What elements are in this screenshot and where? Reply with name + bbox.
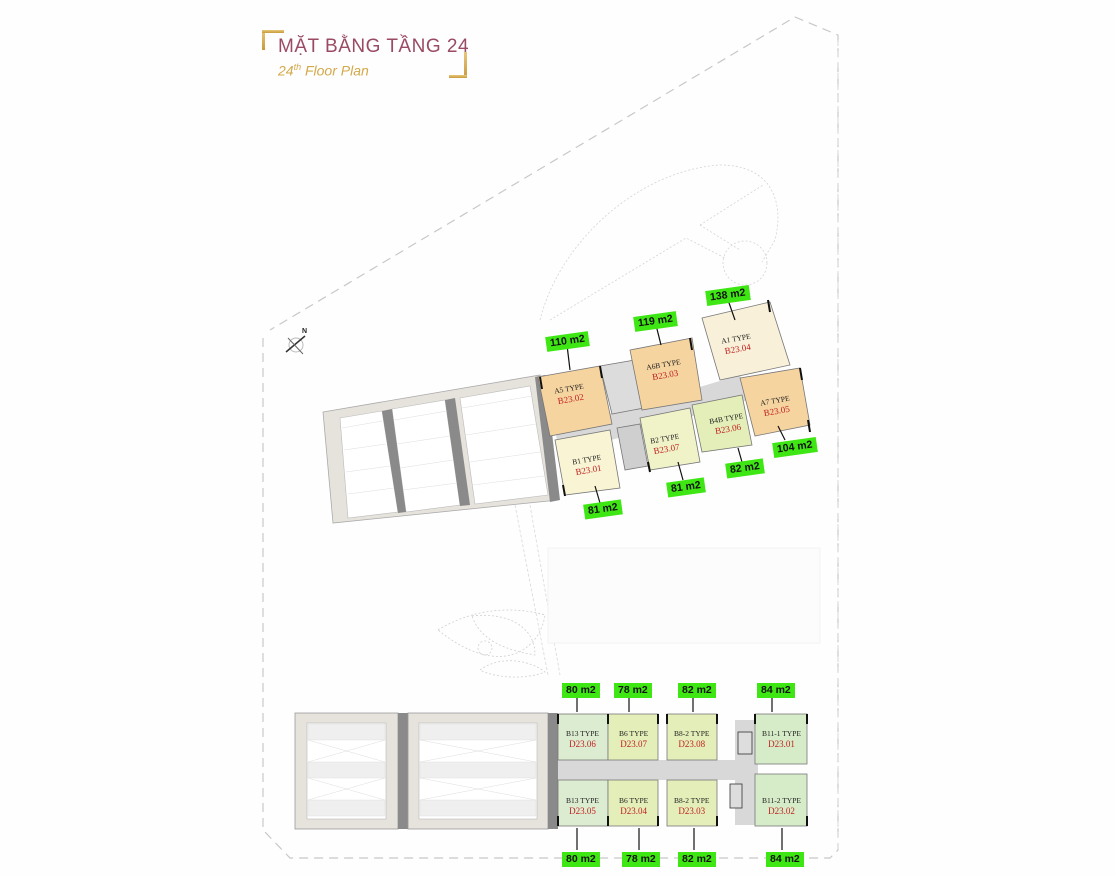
site-boundary (262, 16, 839, 859)
area-tag-d2302: 84 m2 (766, 852, 804, 867)
subtitle-suffix: th (293, 62, 302, 72)
garden-outline (539, 164, 779, 321)
page-title: MẶT BẰNG TẦNG 24 (278, 36, 470, 57)
plan-title-block: MẶT BẰNG TẦNG 24 24th Floor Plan (262, 30, 470, 79)
area-tag-d2306: 80 m2 (562, 683, 600, 698)
area-tag-d2301: 84 m2 (757, 683, 795, 698)
compass-icon (285, 335, 306, 355)
block-b-podium (322, 374, 560, 524)
area-arrows (566, 299, 786, 850)
subtitle-number: 24 (278, 62, 294, 79)
leaf-garden (437, 609, 546, 678)
block-b-units (537, 299, 811, 497)
area-tag-d2307: 78 m2 (614, 683, 652, 698)
area-tag-d2304: 78 m2 (622, 852, 660, 867)
area-tag-d2305: 80 m2 (562, 852, 600, 867)
area-tag-d2303: 82 m2 (678, 852, 716, 867)
block-d-podium (294, 712, 558, 830)
block-d-units (557, 713, 808, 827)
compass-north-label: N (302, 328, 308, 335)
area-tag-d2308: 82 m2 (678, 683, 716, 698)
page-subtitle: 24th Floor Plan (278, 62, 369, 79)
subtitle-text: Floor Plan (301, 62, 369, 79)
